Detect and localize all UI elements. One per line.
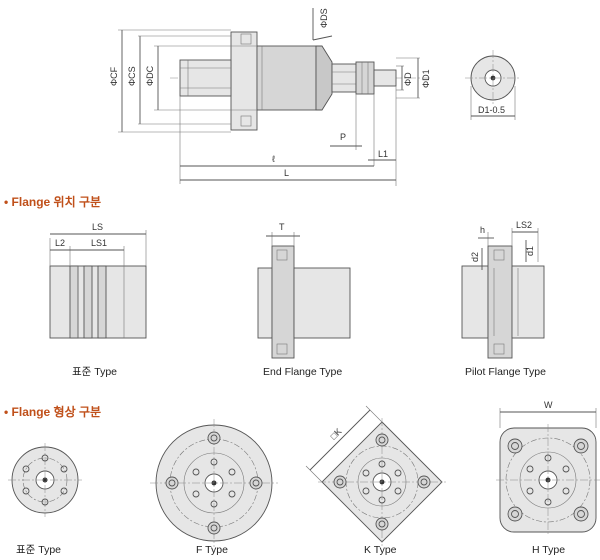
dim-d1-pilot-label: d1 xyxy=(525,246,535,256)
position-pilot-flange-drawing: h LS2 d2 d1 xyxy=(461,220,545,359)
caption-shape-standard: 표준 Type xyxy=(16,544,61,556)
caption-shape-f: F Type xyxy=(196,544,228,556)
position-end-flange-drawing: T xyxy=(257,222,351,359)
dim-ls-label: LS xyxy=(92,222,103,232)
shape-k-type-drawing: □K xyxy=(305,405,446,546)
caption-shape-k: K Type xyxy=(364,544,397,556)
section-shape-title: • Flange 형상 구분 xyxy=(4,404,101,419)
dim-ls2-label: LS2 xyxy=(516,220,532,230)
dim-l-small-label: ℓ xyxy=(272,154,276,164)
dim-l2-label: L2 xyxy=(55,238,65,248)
dim-p-label: P xyxy=(340,132,346,142)
position-standard-drawing: LS L2 LS1 xyxy=(49,222,147,339)
caption-position-pilot: Pilot Flange Type xyxy=(465,366,546,378)
section-position-title: • Flange 위치 구분 xyxy=(4,194,101,209)
dim-t-label: T xyxy=(279,222,285,232)
dim-d-label: ΦD xyxy=(403,72,413,86)
shape-standard-drawing xyxy=(8,443,82,517)
dim-cs-label: ΦCS xyxy=(127,66,137,86)
caption-position-end: End Flange Type xyxy=(263,366,342,378)
dim-ls1-label: LS1 xyxy=(91,238,107,248)
shape-f-type-drawing xyxy=(150,419,278,547)
caption-shape-h: H Type xyxy=(532,544,565,556)
dim-l1-label: L1 xyxy=(378,149,388,159)
dim-d1-05-label: D1-0.5 xyxy=(478,105,505,115)
dim-l-label: L xyxy=(284,168,289,178)
shape-h-type-drawing: W xyxy=(496,400,600,536)
dim-dc-label: ΦDC xyxy=(145,65,155,86)
dim-d1-label: ΦD1 xyxy=(421,69,431,88)
end-view-drawing: D1-0.5 xyxy=(465,50,521,120)
dim-h-label: h xyxy=(480,225,485,235)
side-view-drawing: ΦCF ΦCS ΦDC ΦDS ΦD ΦD1 P L1 ℓ L xyxy=(109,8,432,186)
dim-ds-label: ΦDS xyxy=(319,8,329,28)
dim-w-label: W xyxy=(544,400,553,410)
dim-cf-label: ΦCF xyxy=(109,66,119,86)
caption-position-standard: 표준 Type xyxy=(72,366,117,378)
dim-d2-label: d2 xyxy=(470,252,480,262)
